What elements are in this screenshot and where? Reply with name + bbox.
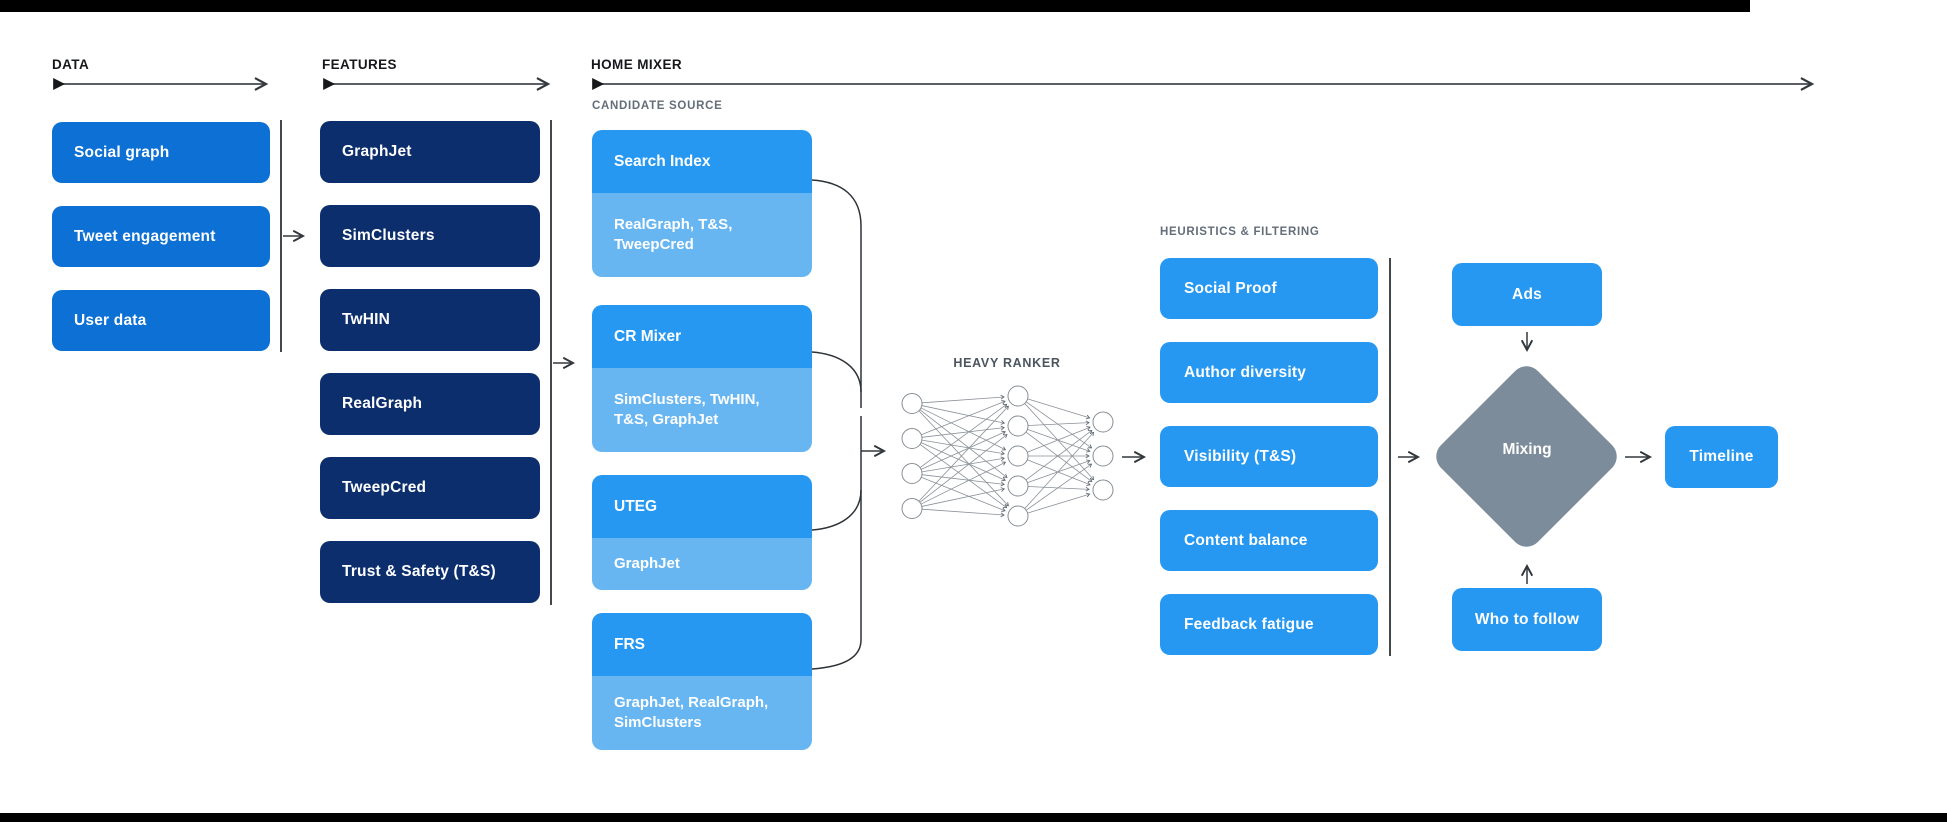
candidate-source-label: CANDIDATE SOURCE	[592, 100, 723, 112]
heavy-ranker-label: HEAVY RANKER	[953, 356, 1061, 370]
heuristics-label: HEURISTICS & FILTERING	[1160, 226, 1320, 238]
flow-arrows	[283, 229, 1653, 584]
data-box-user-data: User data	[52, 290, 270, 351]
candidate-sources: RealGraph, T&S, TweepCred	[592, 193, 812, 277]
feature-box-trust-safety: Trust & Safety (T&S)	[320, 541, 540, 603]
bottom-black-bar	[0, 813, 1947, 822]
feature-box-graphjet: GraphJet	[320, 121, 540, 183]
mixing-label: Mixing	[1502, 441, 1552, 458]
candidate-sources: GraphJet	[592, 538, 812, 590]
candidate-title: Search Index	[592, 130, 812, 193]
home-mixer-section-label: HOME MIXER	[591, 57, 683, 72]
feature-box-realgraph: RealGraph	[320, 373, 540, 435]
candidate-merge-connectors	[811, 179, 862, 670]
data-box-tweet-engagement: Tweet engagement	[52, 206, 270, 267]
candidate-sources: SimClusters, TwHIN, T&S, GraphJet	[592, 368, 812, 452]
data-section-label: DATA	[52, 57, 90, 72]
heuristic-box-social-proof: Social Proof	[1160, 258, 1378, 319]
candidate-title: UTEG	[592, 475, 812, 538]
feature-box-tweepcred: TweepCred	[320, 457, 540, 519]
top-black-bar	[0, 0, 1750, 12]
candidate-title: FRS	[592, 613, 812, 676]
heavy-ranker-network	[901, 385, 1114, 527]
heuristic-box-feedback-fatigue: Feedback fatigue	[1160, 594, 1378, 655]
who-to-follow-box: Who to follow	[1452, 588, 1602, 651]
candidate-title: CR Mixer	[592, 305, 812, 368]
feature-box-twhin: TwHIN	[320, 289, 540, 351]
ads-box: Ads	[1452, 263, 1602, 326]
column-dividers	[280, 120, 1391, 656]
heuristic-box-content-balance: Content balance	[1160, 510, 1378, 571]
timeline-box: Timeline	[1665, 426, 1778, 488]
data-box-social-graph: Social graph	[52, 122, 270, 183]
features-section-label: FEATURES	[322, 57, 397, 72]
heuristic-box-author-diversity: Author diversity	[1160, 342, 1378, 403]
candidate-sources: GraphJet, RealGraph, SimClusters	[592, 676, 812, 750]
feature-box-simclusters: SimClusters	[320, 205, 540, 267]
heuristic-box-visibility: Visibility (T&S)	[1160, 426, 1378, 487]
